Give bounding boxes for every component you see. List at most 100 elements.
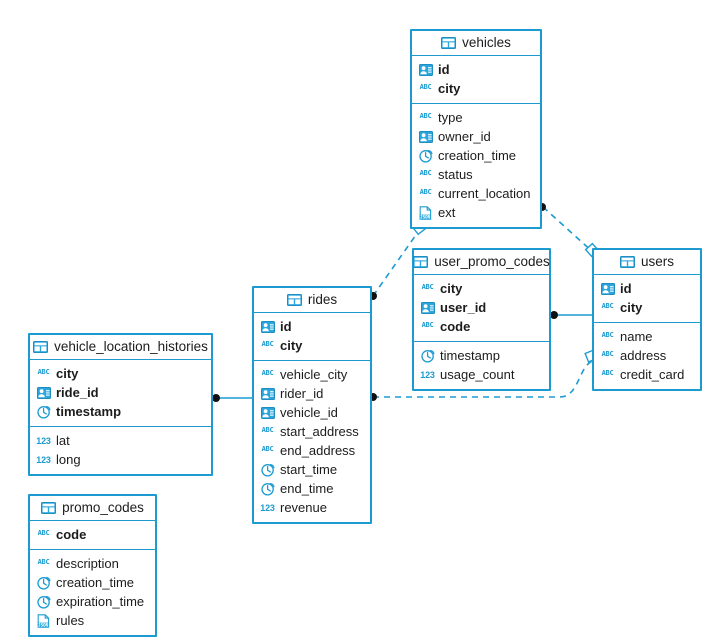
column-section: timestamp 123 usage_count xyxy=(414,342,549,389)
field-row[interactable]: expiration_time xyxy=(30,592,155,611)
clock-icon xyxy=(36,595,51,609)
field-name: vehicle_city xyxy=(280,367,348,382)
field-row-key[interactable]: id xyxy=(594,279,700,298)
field-row[interactable]: 123 lat xyxy=(30,431,211,450)
field-name: owner_id xyxy=(438,129,491,144)
relationship-upc-to-users[interactable] xyxy=(550,311,592,319)
field-row-key[interactable]: id xyxy=(412,60,540,79)
id-card-icon xyxy=(418,63,433,77)
relationship-endpoint-dot xyxy=(212,394,220,402)
field-row-key[interactable]: ABC code xyxy=(30,525,155,544)
field-row[interactable]: vehicle_id xyxy=(254,403,370,422)
field-row[interactable]: owner_id xyxy=(412,127,540,146)
field-name: creation_time xyxy=(438,148,517,163)
abc-text-icon: ABC xyxy=(419,169,432,177)
field-name: id xyxy=(438,62,450,77)
entity-title: vehicle_location_histories xyxy=(54,339,208,355)
abc-text-icon: ABC xyxy=(601,302,614,310)
field-row[interactable]: end_time xyxy=(254,479,370,498)
clock-icon xyxy=(418,149,433,163)
field-row-key[interactable]: id xyxy=(254,317,370,336)
entity-header-promo_codes[interactable]: promo_codes xyxy=(30,496,155,521)
field-name: city xyxy=(56,366,79,381)
primary-key-section: ABC code xyxy=(30,521,155,550)
clock-icon xyxy=(260,463,275,477)
123-number-icon: 123 xyxy=(36,436,51,446)
field-row[interactable]: ABC vehicle_city xyxy=(254,365,370,384)
field-name: vehicle_id xyxy=(280,405,338,420)
entity-header-user_promo_codes[interactable]: user_promo_codes xyxy=(413,250,550,275)
abc-text-icon: ABC xyxy=(261,369,274,377)
abc-text-icon: ABC xyxy=(419,112,432,120)
entity-header-users[interactable]: users xyxy=(594,250,700,275)
entity-header-rides[interactable]: rides xyxy=(254,288,370,313)
field-name: usage_count xyxy=(440,367,515,382)
relationship-vlh-to-rides[interactable] xyxy=(212,394,252,402)
id-card-icon xyxy=(600,282,615,296)
field-name: name xyxy=(620,329,653,344)
table-grid-icon xyxy=(286,294,302,306)
123-number-icon: 123 xyxy=(420,370,435,380)
abc-text-icon: ABC xyxy=(37,529,50,537)
field-row-key[interactable]: user_id xyxy=(414,298,549,317)
field-name: code xyxy=(440,319,471,334)
abc-text-icon: ABC xyxy=(601,350,614,358)
abc-text-icon: ABC xyxy=(261,445,274,453)
field-name: id xyxy=(620,281,632,296)
field-name: long xyxy=(56,452,81,467)
field-row[interactable]: creation_time xyxy=(412,146,540,165)
field-name: status xyxy=(438,167,473,182)
abc-text-icon: ABC xyxy=(419,83,432,91)
field-name: expiration_time xyxy=(56,594,145,609)
abc-text-icon: ABC xyxy=(37,558,50,566)
field-name: lat xyxy=(56,433,70,448)
entity-header-vehicle_location_histories[interactable]: vehicle_location_histories xyxy=(30,335,211,360)
entity-title: user_promo_codes xyxy=(434,254,550,270)
field-row[interactable]: ABC description xyxy=(30,554,155,573)
entity-header-vehicles[interactable]: vehicles xyxy=(412,31,540,56)
field-name: creation_time xyxy=(56,575,135,590)
field-name: code xyxy=(56,527,87,542)
field-name: start_address xyxy=(280,424,359,439)
field-row[interactable]: 123 usage_count xyxy=(414,365,549,384)
field-row-key[interactable]: ABC city xyxy=(30,364,211,383)
table-grid-icon xyxy=(41,502,57,514)
field-row[interactable]: ABC status xyxy=(412,165,540,184)
id-card-icon xyxy=(418,130,433,144)
field-name: description xyxy=(56,556,119,571)
field-name: rider_id xyxy=(280,386,324,401)
field-row[interactable]: rider_id xyxy=(254,384,370,403)
abc-text-icon: ABC xyxy=(37,368,50,376)
field-row[interactable]: start_time xyxy=(254,460,370,479)
id-card-icon xyxy=(260,320,275,334)
field-row-key[interactable]: ride_id xyxy=(30,383,211,402)
field-row[interactable]: creation_time xyxy=(30,573,155,592)
field-row-key[interactable]: timestamp xyxy=(30,402,211,421)
field-row[interactable]: timestamp xyxy=(414,346,549,365)
